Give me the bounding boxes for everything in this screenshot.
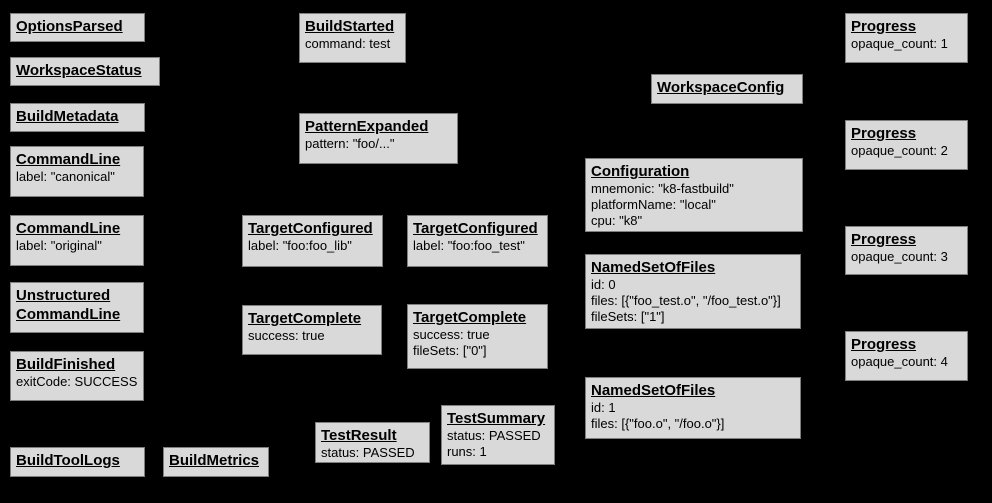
event-field: exitCode: SUCCESS xyxy=(16,374,138,389)
event-box-workspace-config: WorkspaceConfig xyxy=(651,74,803,104)
event-field: id: 1 xyxy=(591,400,616,415)
event-box-workspace-status: WorkspaceStatus xyxy=(10,57,160,86)
event-field: platformName: "local" xyxy=(591,197,716,212)
event-box-build-metrics: BuildMetrics xyxy=(163,447,269,477)
event-title: BuildToolLogs xyxy=(16,452,120,469)
event-field: runs: 1 xyxy=(447,444,487,459)
event-field: mnemonic: "k8-fastbuild" xyxy=(591,181,734,196)
event-field: status: PASSED xyxy=(447,428,541,443)
event-field: cpu: "k8" xyxy=(591,213,643,228)
event-title: TestSummary xyxy=(447,410,546,427)
event-field: label: "original" xyxy=(16,238,102,253)
event-title: BuildMetrics xyxy=(169,452,260,469)
event-title: BuildStarted xyxy=(305,18,395,35)
event-box-options-parsed: OptionsParsed xyxy=(10,13,145,42)
event-title: OptionsParsed xyxy=(16,18,123,35)
event-title: PatternExpanded xyxy=(305,118,429,135)
event-title: Progress xyxy=(851,336,917,353)
event-field: pattern: "foo/..." xyxy=(305,136,395,151)
event-field: opaque_count: 1 xyxy=(851,36,948,51)
event-title: TestResult xyxy=(321,427,397,444)
event-title: NamedSetOfFiles xyxy=(591,259,716,276)
event-title: WorkspaceStatus xyxy=(16,62,142,79)
event-title: TargetComplete xyxy=(413,309,527,326)
event-field: files: [{"foo.o", "/foo.o"}] xyxy=(591,416,725,431)
event-title: TargetComplete xyxy=(248,310,362,327)
event-title: Configuration xyxy=(591,163,690,180)
event-field: label: "foo:foo_lib" xyxy=(248,238,352,253)
event-title: BuildFinished xyxy=(16,356,116,373)
event-title: Progress xyxy=(851,18,917,35)
event-field: success: true xyxy=(413,327,490,342)
event-field: id: 0 xyxy=(591,277,616,292)
event-title: Unstructured xyxy=(16,287,111,304)
event-title: Progress xyxy=(851,231,917,248)
event-field: opaque_count: 4 xyxy=(851,354,948,369)
event-field: fileSets: ["1"] xyxy=(591,309,665,324)
event-field: success: true xyxy=(248,328,325,343)
event-title: NamedSetOfFiles xyxy=(591,382,716,399)
event-field: fileSets: ["0"] xyxy=(413,343,487,358)
event-title: TargetConfigured xyxy=(413,220,538,237)
event-title: TargetConfigured xyxy=(248,220,373,237)
event-title: WorkspaceConfig xyxy=(657,79,785,96)
event-title: CommandLine xyxy=(16,151,121,168)
event-field: opaque_count: 3 xyxy=(851,249,948,264)
event-field: label: "canonical" xyxy=(16,169,115,184)
event-field: status: PASSED xyxy=(321,445,415,460)
event-field: label: "foo:foo_test" xyxy=(413,238,525,253)
event-title: CommandLine xyxy=(16,220,121,237)
event-title: BuildMetadata xyxy=(16,108,119,125)
event-field: command: test xyxy=(305,36,391,51)
event-field: files: [{"foo_test.o", "/foo_test.o"}] xyxy=(591,293,781,308)
event-title: Progress xyxy=(851,125,917,142)
event-field: opaque_count: 2 xyxy=(851,143,948,158)
event-box-build-tool-logs: BuildToolLogs xyxy=(10,447,145,477)
event-box-build-metadata: BuildMetadata xyxy=(10,103,145,132)
event-title: CommandLine xyxy=(16,306,121,323)
